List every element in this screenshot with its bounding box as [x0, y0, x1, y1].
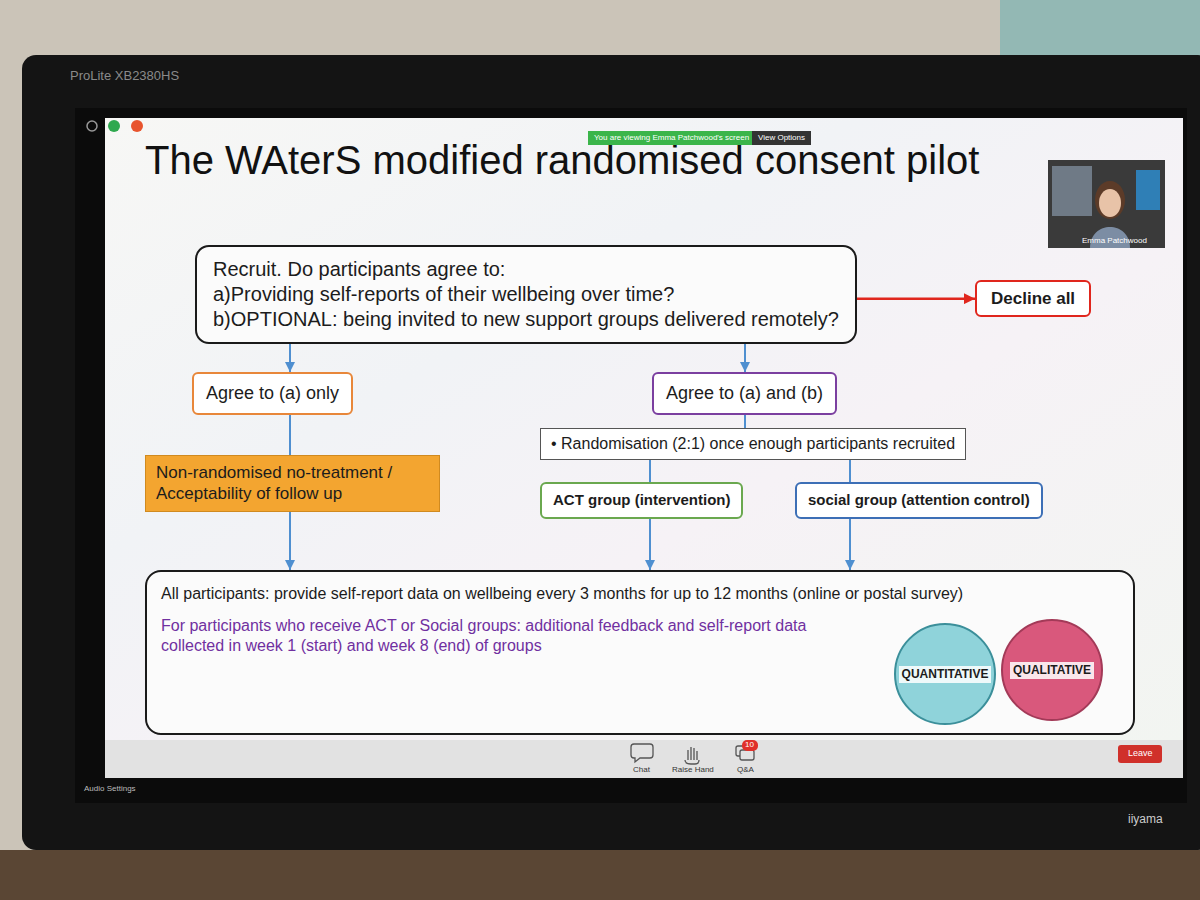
flow-arrow [289, 415, 291, 456]
node-text: Decline all [991, 288, 1075, 309]
record-icon [131, 120, 143, 132]
randomisation-box: • Randomisation (2:1) once enough partic… [540, 428, 966, 460]
leave-button: Leave [1128, 748, 1153, 759]
node-text: Non-randomised no-treatment / Acceptabil… [156, 462, 429, 505]
flow-arrow [849, 519, 851, 570]
zoom-menu: View Options [752, 131, 811, 145]
flow-arrow [744, 415, 746, 429]
flow-arrow [744, 344, 746, 372]
qa-icon [740, 750, 754, 760]
question-box: Recruit. Do participants agree to:a)Prov… [195, 245, 857, 344]
group-box: ACT group (intervention) [540, 482, 743, 519]
node-text: QUANTITATIVE [899, 666, 992, 683]
presenter-video [1048, 160, 1165, 248]
circle-shape [895, 624, 995, 724]
monitor-brand: iiyama [1128, 812, 1163, 826]
presenter-face [1099, 189, 1121, 217]
flow-arrow [289, 512, 291, 571]
video-object [1136, 170, 1160, 210]
participant-name: Emma Patchwood [1082, 236, 1147, 246]
node-text: For participants who receive ACT or Soci… [161, 616, 861, 656]
desk [0, 850, 1200, 900]
zoom-banner: You are viewing Emma Patchwood's screen [588, 131, 755, 145]
decline-box: Decline all [975, 280, 1091, 317]
node-text: social group (attention control) [808, 491, 1030, 510]
monitor-model: ProLite XB2380HS [70, 68, 179, 84]
slide-title: The WAterS modified randomised consent p… [145, 138, 979, 183]
shield-icon [108, 120, 120, 132]
circle-shape [1002, 620, 1102, 720]
hand-icon [685, 747, 699, 764]
count-badge: 10 [745, 740, 754, 750]
method-circle: QUALITATIVE [1000, 618, 1104, 722]
node-text: Recruit. Do participants agree to: [213, 257, 839, 282]
toolbar-label: Q&A [737, 765, 754, 775]
screen [75, 108, 1187, 803]
video-artwork [1052, 166, 1092, 216]
method-circle: QUANTITATIVE [893, 622, 997, 726]
zoom-toolbar [105, 740, 1183, 778]
info-icon [87, 121, 97, 131]
zoom-menu: Audio Settings [84, 784, 136, 794]
teal-wall [1000, 0, 1200, 60]
node-text: Agree to (a) and (b) [666, 382, 823, 405]
chat-icon [631, 744, 653, 762]
flow-arrow [289, 344, 291, 372]
flow-arrow [649, 519, 651, 570]
node-text: a)Providing self-reports of their wellbe… [213, 282, 839, 307]
node-text: • Randomisation (2:1) once enough partic… [551, 434, 955, 454]
node-text: All participants: provide self-report da… [161, 584, 1119, 604]
monitor-bezel [22, 55, 1200, 850]
flow-arrow [849, 460, 851, 482]
no-treatment-box: Non-randomised no-treatment / Acceptabil… [145, 455, 440, 512]
node-text: b)OPTIONAL: being invited to new support… [213, 307, 839, 332]
flow-arrow [649, 460, 651, 482]
group-box: social group (attention control) [795, 482, 1043, 519]
choice-box: Agree to (a) and (b) [652, 372, 837, 415]
slide [105, 118, 1183, 740]
node-text: Agree to (a) only [206, 382, 339, 405]
presenter-hair [1095, 181, 1125, 219]
node-text: QUALITATIVE [1010, 662, 1094, 679]
flow-arrow [857, 297, 975, 300]
leave-button [1118, 745, 1162, 763]
node-text: ACT group (intervention) [553, 491, 730, 510]
choice-box: Agree to (a) only [192, 372, 353, 415]
count-badge [742, 740, 758, 751]
toolbar-label: Chat [633, 765, 650, 775]
toolbar-label: Raise Hand [672, 765, 714, 775]
